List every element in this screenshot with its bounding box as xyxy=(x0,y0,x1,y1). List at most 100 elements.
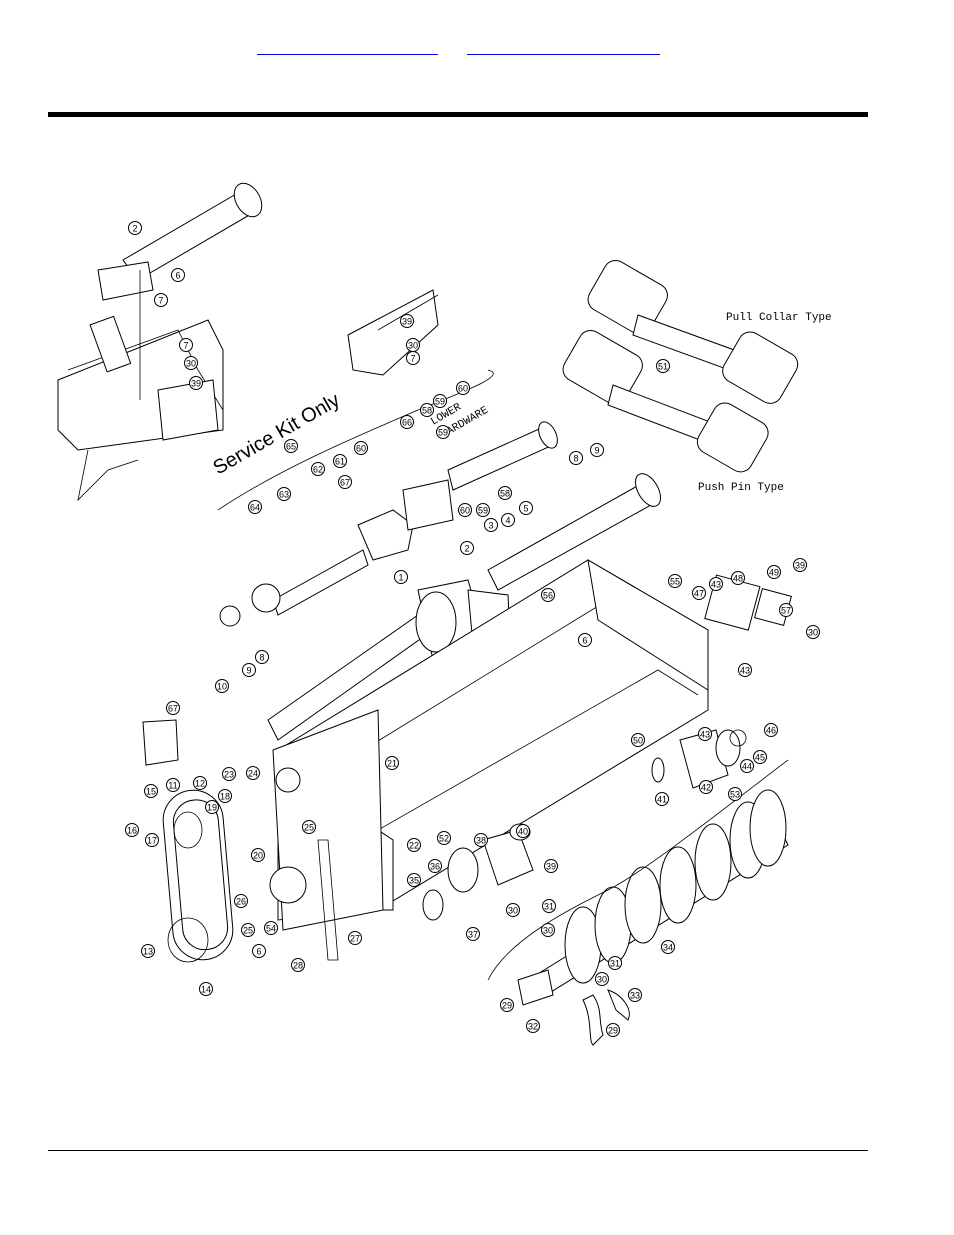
callout-circle xyxy=(284,439,298,453)
callout-circle xyxy=(179,338,193,352)
callout-circle xyxy=(806,625,820,639)
rotor-shaft xyxy=(517,789,789,1006)
callout-number: 25 xyxy=(243,926,253,936)
callout-number: 33 xyxy=(630,991,640,1001)
callout-21: 21 xyxy=(385,756,399,770)
callout-circle xyxy=(246,766,260,780)
callout-circle xyxy=(767,565,781,579)
callout-19: 19 xyxy=(205,800,219,814)
callout-number: 24 xyxy=(248,769,258,779)
callout-31: 31 xyxy=(542,899,556,913)
callout-46: 46 xyxy=(764,723,778,737)
callout-number: 20 xyxy=(253,851,263,861)
callout-number: 46 xyxy=(766,726,776,736)
callout-number: 65 xyxy=(286,442,296,452)
callout-circle xyxy=(385,756,399,770)
callout-number: 6 xyxy=(582,636,587,646)
callout-number: 30 xyxy=(508,906,518,916)
callout-62: 62 xyxy=(311,462,325,476)
callout-number: 39 xyxy=(546,862,556,872)
callout-number: 56 xyxy=(543,591,553,601)
callout-number: 66 xyxy=(402,418,412,428)
center-bearing-assembly xyxy=(422,823,534,921)
callout-number: 30 xyxy=(408,341,418,351)
callout-circle xyxy=(541,923,555,937)
callout-circle xyxy=(569,451,583,465)
callout-30: 30 xyxy=(184,356,198,370)
callout-number: 4 xyxy=(505,516,510,526)
callout-38: 38 xyxy=(474,833,488,847)
callout-number: 8 xyxy=(259,653,264,663)
callout-39: 39 xyxy=(544,859,558,873)
callout-number: 6 xyxy=(175,271,180,281)
callout-50: 50 xyxy=(631,733,645,747)
callout-circle xyxy=(199,982,213,996)
callout-13: 13 xyxy=(141,944,155,958)
callout-65: 65 xyxy=(284,439,298,453)
callout-number: 43 xyxy=(740,666,750,676)
callout-number: 2 xyxy=(464,544,469,554)
callout-circle xyxy=(590,443,604,457)
callout-number: 11 xyxy=(168,781,177,791)
callout-25: 25 xyxy=(241,923,255,937)
callout-number: 39 xyxy=(795,561,805,571)
header-link-2[interactable] xyxy=(467,38,660,55)
callout-60: 60 xyxy=(458,503,472,517)
callout-number: 17 xyxy=(147,836,157,846)
callout-60: 60 xyxy=(354,441,368,455)
callout-39: 39 xyxy=(400,314,414,328)
chain-case xyxy=(142,719,339,963)
callout-number: 60 xyxy=(460,506,470,516)
callout-number: 67 xyxy=(168,704,178,714)
callout-22: 22 xyxy=(407,838,421,852)
callout-circle xyxy=(656,359,670,373)
callout-12: 12 xyxy=(193,776,207,790)
callout-6: 6 xyxy=(171,268,185,282)
callout-1: 1 xyxy=(394,570,408,584)
callout-number: 44 xyxy=(742,762,752,772)
callout-number: 22 xyxy=(409,841,419,851)
callout-number: 67 xyxy=(340,478,350,488)
callout-59: 59 xyxy=(476,503,490,517)
callout-circle xyxy=(709,577,723,591)
callout-number: 2 xyxy=(132,224,137,234)
callout-61: 61 xyxy=(333,454,347,468)
callout-circle xyxy=(154,293,168,307)
callout-circle xyxy=(193,776,207,790)
callout-36: 36 xyxy=(428,859,442,873)
pto-shaft-push-pin xyxy=(562,330,769,473)
callout-2: 2 xyxy=(460,541,474,555)
callout-circle xyxy=(354,441,368,455)
callout-circle xyxy=(400,415,414,429)
callout-number: 55 xyxy=(670,577,680,587)
callout-7: 7 xyxy=(406,351,420,365)
callout-number: 14 xyxy=(201,985,211,995)
callout-59: 59 xyxy=(436,425,450,439)
callout-17: 17 xyxy=(145,833,159,847)
header-link-1[interactable] xyxy=(257,38,438,55)
callout-8: 8 xyxy=(255,650,269,664)
callout-30: 30 xyxy=(806,625,820,639)
tines xyxy=(582,989,630,1046)
callout-circle xyxy=(302,820,316,834)
callout-circle xyxy=(740,759,754,773)
callout-number: 13 xyxy=(143,947,153,957)
callout-number: 43 xyxy=(700,730,710,740)
callout-29: 29 xyxy=(500,998,514,1012)
callout-number: 18 xyxy=(220,792,230,802)
callout-number: 30 xyxy=(808,628,818,638)
callout-number: 58 xyxy=(422,406,432,416)
upper-left-frame xyxy=(57,315,224,502)
callout-number: 63 xyxy=(279,490,289,500)
callout-30: 30 xyxy=(541,923,555,937)
callout-circle xyxy=(407,838,421,852)
push-pin-label: Push Pin Type xyxy=(698,482,784,494)
callout-7: 7 xyxy=(154,293,168,307)
callout-circle xyxy=(460,541,474,555)
callout-circle xyxy=(544,859,558,873)
callout-58: 58 xyxy=(498,486,512,500)
callout-circle xyxy=(458,503,472,517)
callout-11: 11 xyxy=(166,778,180,792)
callout-circle xyxy=(277,487,291,501)
callout-number: 29 xyxy=(502,1001,512,1011)
